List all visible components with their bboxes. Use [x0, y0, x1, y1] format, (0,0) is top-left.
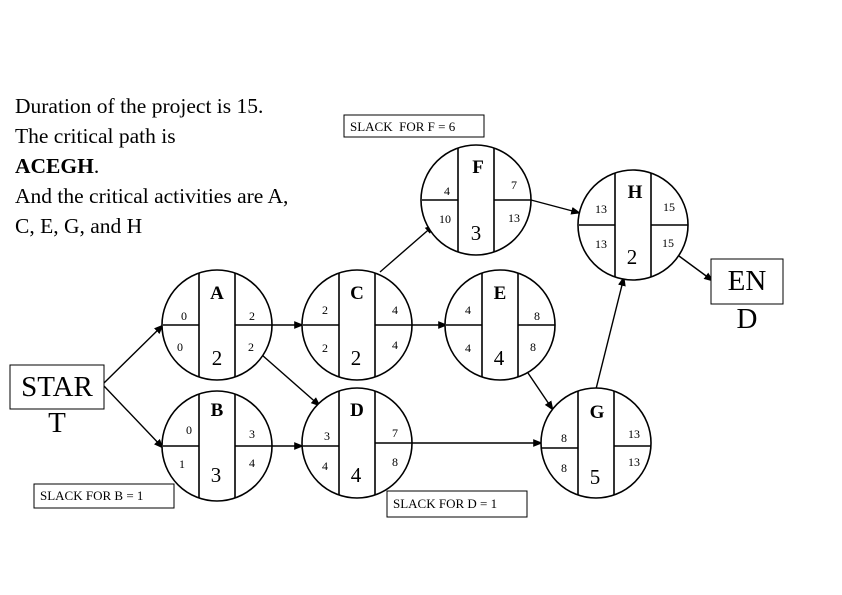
latest-finish: 2	[248, 340, 254, 354]
activity-node-g: G 5 8 8 13 13	[540, 387, 652, 499]
earliest-finish: 2	[249, 309, 255, 323]
node-circle	[540, 387, 652, 499]
latest-finish: 13	[628, 455, 640, 469]
activity-name: F	[472, 157, 484, 178]
latest-start: 8	[561, 461, 567, 475]
earliest-finish: 15	[663, 200, 675, 214]
activity-name: B	[211, 400, 224, 421]
activity-name: D	[350, 400, 364, 421]
activity-duration: 5	[590, 465, 601, 489]
project-summary: Duration of the project is 15. The criti…	[15, 91, 290, 241]
slack-f-text: SLACK FOR F = 6	[350, 119, 456, 134]
earliest-start: 8	[561, 431, 567, 445]
latest-start: 10	[439, 212, 451, 226]
latest-finish: 8	[530, 340, 536, 354]
activity-name: G	[590, 402, 605, 423]
activity-node-f: F 3 4 10 7 13	[420, 144, 532, 256]
activity-node-h: H 2 13 13 15 15	[577, 169, 689, 281]
edge-c-f	[379, 224, 435, 273]
critical-activities-text: And the critical activities are A, C, E,…	[15, 184, 289, 238]
latest-start: 1	[179, 457, 185, 471]
earliest-start: 3	[324, 429, 330, 443]
activity-name: H	[628, 182, 643, 203]
latest-start: 13	[595, 237, 607, 251]
slack-note-d: SLACK FOR D = 1	[386, 490, 528, 518]
slack-note-f: SLACK FOR F = 6	[343, 114, 485, 138]
slack-d-box	[386, 490, 528, 518]
activity-duration: 3	[211, 463, 222, 487]
activity-duration: 4	[351, 463, 362, 487]
edges	[103, 199, 714, 450]
latest-finish: 13	[508, 211, 520, 225]
slack-f-box	[343, 114, 485, 138]
edge-start-b	[103, 385, 164, 449]
earliest-start: 13	[595, 202, 607, 216]
activity-node-d: D 4 3 4 7 8	[301, 387, 413, 499]
end-box	[710, 258, 784, 305]
activity-duration: 2	[212, 346, 223, 370]
start-label-line1: STAR	[21, 371, 93, 403]
activity-node-e: E 4 4 4 8 8	[444, 269, 556, 381]
activity-name: A	[210, 283, 224, 304]
start-box	[9, 364, 105, 410]
edge-start-a	[103, 324, 164, 384]
end-label-line1: EN	[728, 265, 767, 297]
earliest-finish: 3	[249, 427, 255, 441]
edge-f-h	[530, 199, 581, 215]
start-label-line2: T	[48, 407, 66, 439]
duration-text: Duration of the project is 15.	[15, 94, 264, 118]
earliest-start: 4	[465, 303, 471, 317]
activity-duration: 2	[627, 245, 638, 269]
earliest-start: 4	[444, 184, 450, 198]
earliest-finish: 7	[511, 178, 517, 192]
slack-b-box	[33, 483, 175, 509]
edge-g-h	[595, 276, 626, 390]
latest-start: 0	[177, 340, 183, 354]
activity-duration: 4	[494, 346, 505, 370]
earliest-start: 2	[322, 303, 328, 317]
critical-path-line: The critical path is ACEGH.	[15, 121, 290, 181]
activity-name: E	[494, 283, 507, 304]
activity-duration: 2	[351, 346, 362, 370]
edge-e-g	[527, 372, 554, 411]
activity-node-c: C 2 2 2 4 4	[301, 269, 413, 381]
end-node: EN D	[710, 258, 784, 335]
activity-node-b: B 3 0 1 3 4	[161, 390, 273, 502]
activity-duration: 3	[471, 221, 482, 245]
slack-d-text: SLACK FOR D = 1	[393, 496, 497, 511]
slack-note-b: SLACK FOR B = 1	[33, 483, 175, 509]
earliest-start: 0	[181, 309, 187, 323]
latest-finish: 8	[392, 455, 398, 469]
latest-finish: 4	[392, 338, 398, 352]
slack-b-text: SLACK FOR B = 1	[40, 488, 143, 503]
latest-finish: 4	[249, 456, 255, 470]
earliest-finish: 8	[534, 309, 540, 323]
critical-path-prefix: The critical path is	[15, 124, 176, 148]
edge-h-end	[678, 255, 714, 282]
latest-finish: 15	[662, 236, 674, 250]
earliest-finish: 7	[392, 426, 398, 440]
earliest-finish: 13	[628, 427, 640, 441]
earliest-finish: 4	[392, 303, 398, 317]
critical-path-suffix: .	[93, 154, 100, 178]
critical-path-value: ACEGH	[15, 154, 94, 178]
latest-start: 4	[465, 341, 471, 355]
latest-start: 2	[322, 341, 328, 355]
edge-a-d	[261, 354, 321, 407]
end-label-line2: D	[737, 303, 758, 335]
activity-name: C	[350, 283, 364, 304]
start-node: STAR T	[9, 364, 105, 439]
latest-start: 4	[322, 459, 328, 473]
earliest-start: 0	[186, 423, 192, 437]
activity-node-a: A 2 0 0 2 2	[161, 269, 273, 381]
